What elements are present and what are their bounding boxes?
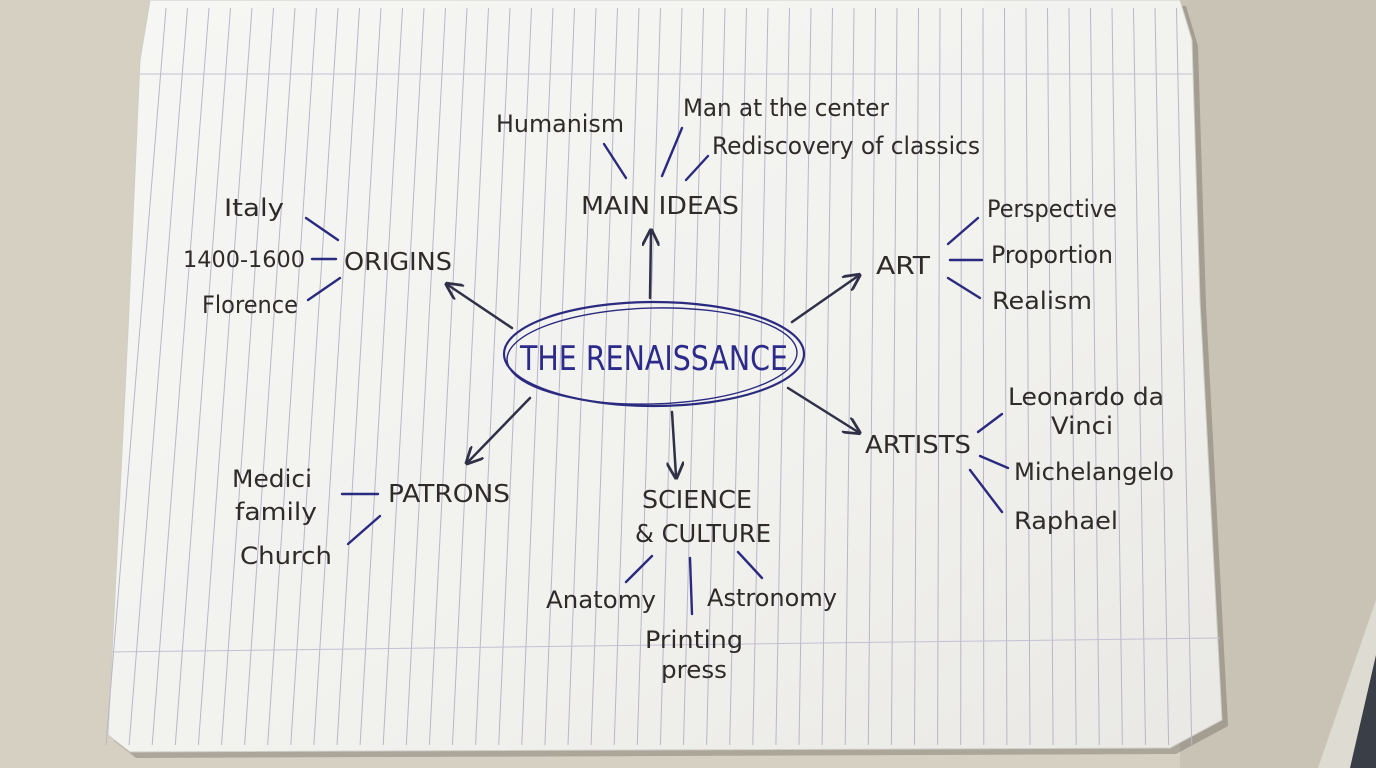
ruled-line: [590, 7, 618, 746]
patrons-item-church: Church: [240, 542, 332, 570]
arrow-to-science: [672, 410, 676, 476]
arrow-to-main-ideas: [650, 232, 651, 300]
branch-science-culture: SCIENCE & CULTURE Anatomy Printing press…: [546, 485, 837, 684]
ruled-line: [982, 7, 985, 746]
patrons-item-medici-line2: family: [235, 498, 317, 526]
ruled-line: [1154, 7, 1170, 746]
ruled-line: [729, 7, 747, 746]
ruled-line: [821, 7, 833, 746]
artists-item-raphael: Raphael: [1014, 507, 1118, 535]
main-ideas-item-humanism: Humanism: [496, 110, 624, 138]
branch-artists: ARTISTS Leonardo da Vinci Michelangelo R…: [865, 383, 1174, 535]
ruled-line: [105, 7, 167, 746]
ruled-line: [313, 7, 360, 746]
branch-origins: ORIGINS Italy 1400-1600 Florence: [183, 194, 452, 319]
main-ideas-label: MAIN IDEAS: [581, 191, 739, 220]
center-title: THE RENAISSANCE: [519, 339, 788, 379]
science-label-line2: & CULTURE: [635, 519, 771, 548]
science-item-astronomy: Astronomy: [707, 584, 837, 612]
ruled-line: [867, 7, 876, 746]
center-node: THE RENAISSANCE: [502, 300, 806, 408]
ruled-line: [475, 7, 511, 746]
ruled-line: [683, 7, 704, 746]
ruled-line: [382, 7, 425, 746]
art-item-proportion: Proportion: [991, 241, 1113, 269]
ruled-line: [221, 7, 274, 746]
ruled-line: [128, 7, 188, 746]
ruled-line: [405, 7, 446, 746]
artists-label: ARTISTS: [865, 430, 971, 459]
origins-item-dates: 1400-1600: [183, 248, 305, 273]
ruled-line: [1090, 7, 1100, 746]
ruled-line: [498, 7, 532, 746]
ruled-line: [359, 7, 403, 746]
ruled-line: [890, 7, 898, 746]
ruled-line: [613, 7, 640, 746]
ruled-line: [1004, 7, 1008, 746]
ruled-line: [174, 7, 231, 746]
main-ideas-item-man-at-center: Man at the center: [683, 94, 889, 122]
main-ideas-item-rediscovery: Rediscovery of classics: [712, 132, 980, 160]
branch-art: ART Perspective Proportion Realism: [876, 195, 1117, 315]
ruled-line: [151, 7, 210, 746]
ruled-line: [336, 7, 382, 746]
ruled-line: [544, 7, 575, 746]
ruled-line: [1133, 7, 1146, 746]
ruled-line: [752, 7, 769, 746]
ruled-line: [914, 7, 919, 746]
ruled-line: [1176, 7, 1193, 746]
art-label: ART: [876, 251, 931, 280]
arrow-to-origins: [448, 285, 514, 330]
origins-item-florence: Florence: [202, 291, 298, 319]
ruled-line: [775, 7, 790, 746]
branch-patrons: PATRONS Medici family Church: [232, 465, 510, 570]
science-label-line1: SCIENCE: [642, 485, 752, 514]
ruled-line: [244, 7, 296, 746]
arrow-to-artists: [786, 386, 858, 432]
artists-item-leonardo-line2: Vinci: [1051, 412, 1113, 440]
ruled-line: [1111, 7, 1123, 746]
science-item-printing-line2: press: [661, 656, 727, 684]
ruled-line: [197, 7, 253, 746]
ruled-lines: [105, 7, 1193, 746]
pen: [1318, 600, 1376, 768]
ruled-line: [960, 7, 962, 746]
ruled-line: [521, 7, 554, 746]
branch-main-ideas: MAIN IDEAS Humanism Man at the center Re…: [496, 94, 980, 220]
ruled-line: [290, 7, 339, 746]
artists-item-leonardo-line1: Leonardo da: [1008, 383, 1164, 411]
science-item-anatomy: Anatomy: [546, 586, 656, 614]
art-item-realism: Realism: [992, 287, 1092, 315]
ruled-line: [1047, 7, 1054, 746]
arrow-to-art: [790, 276, 858, 324]
science-item-printing-line1: Printing: [645, 626, 743, 654]
patrons-item-medici-line1: Medici: [232, 465, 312, 493]
origins-label: ORIGINS: [344, 247, 452, 276]
ruled-line: [937, 7, 941, 746]
ruled-line: [798, 7, 812, 746]
ruled-line: [1068, 7, 1077, 746]
artists-item-michelangelo: Michelangelo: [1014, 458, 1174, 486]
main-arrows: [448, 232, 858, 476]
ruled-line: [1025, 7, 1031, 746]
ruled-line: [844, 7, 855, 746]
ruled-line: [567, 7, 597, 746]
ruled-line: [636, 7, 661, 746]
ruled-line: [267, 7, 317, 746]
art-item-perspective: Perspective: [987, 195, 1117, 223]
ruled-line: [706, 7, 726, 746]
patrons-label: PATRONS: [388, 479, 510, 508]
ruled-line: [659, 7, 683, 746]
ruled-line: [428, 7, 468, 746]
ruled-line: [452, 7, 489, 746]
notebook-sheet: [105, 0, 1228, 758]
origins-item-italy: Italy: [224, 194, 284, 222]
arrow-to-patrons: [468, 396, 532, 462]
